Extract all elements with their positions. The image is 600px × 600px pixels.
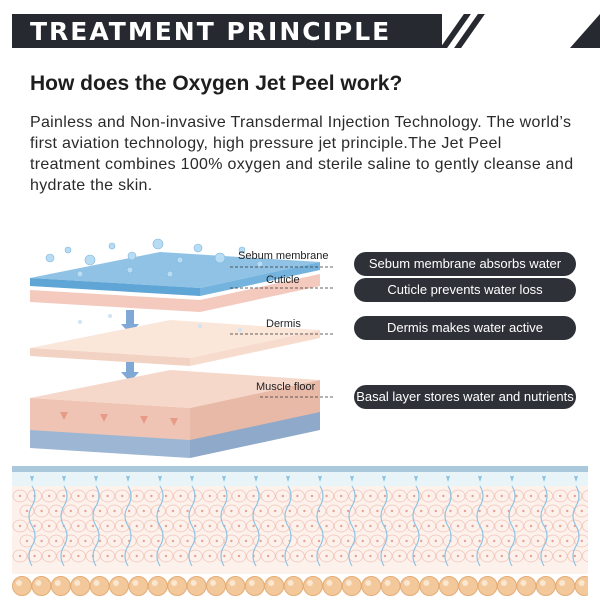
desc-cuticle: Cuticle prevents water loss xyxy=(354,278,576,302)
question-heading: How does the Oxygen Jet Peel work? xyxy=(30,72,403,95)
muscle-block-top xyxy=(30,370,320,408)
basal-layer xyxy=(30,430,190,458)
basal-cells xyxy=(12,576,588,596)
banner-bar xyxy=(12,14,442,48)
water-channels xyxy=(28,476,580,567)
corner-triangle xyxy=(570,14,600,48)
sebum-layer xyxy=(30,252,320,288)
label-dermis: Dermis xyxy=(266,318,301,330)
skin-cross-section xyxy=(12,466,588,596)
label-cuticle: Cuticle xyxy=(266,274,300,286)
flow-arrow-1 xyxy=(126,310,134,324)
label-muscle-floor: Muscle floor xyxy=(256,381,316,393)
banner-title: TREATMENT PRINCIPLE xyxy=(30,17,392,46)
cuticle-layer xyxy=(30,274,320,312)
water-droplets xyxy=(45,238,264,278)
header-banner: TREATMENT PRINCIPLE xyxy=(0,14,600,50)
dermis-layer xyxy=(30,320,320,358)
intro-paragraph: Painless and Non-invasive Transdermal In… xyxy=(30,114,574,194)
desc-basal-layer: Basal layer stores water and nutrients xyxy=(354,385,576,409)
flow-arrow-2 xyxy=(126,362,134,372)
cell-grid xyxy=(12,489,588,563)
label-sebum-membrane: Sebum membrane xyxy=(238,250,329,262)
desc-sebum-membrane: Sebum membrane absorbs water xyxy=(354,252,576,276)
layer-illustration xyxy=(30,238,334,458)
desc-dermis: Dermis makes water active xyxy=(354,316,576,340)
